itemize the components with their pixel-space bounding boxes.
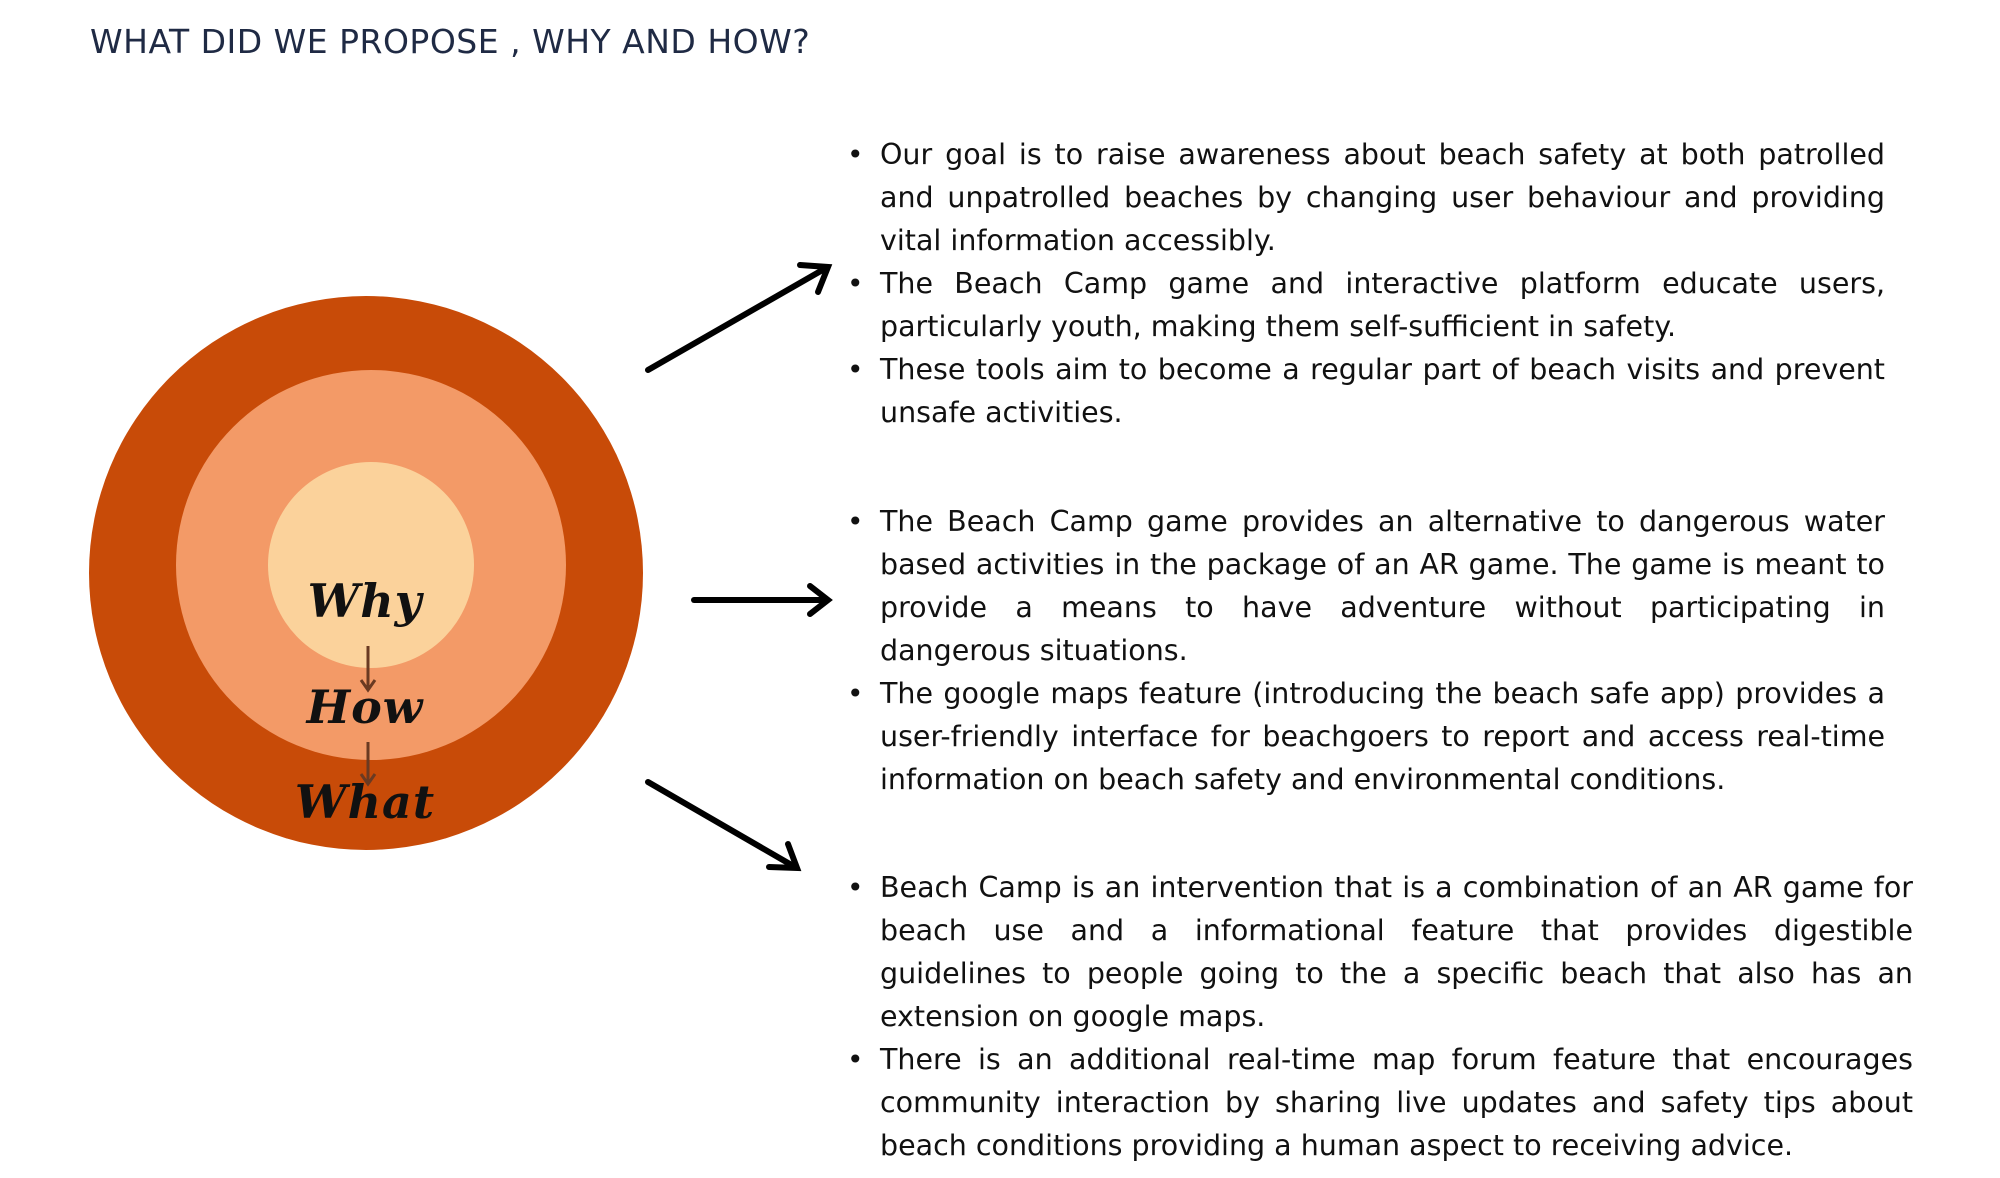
bullet-icon: •	[847, 677, 864, 710]
list-item: • These tools aim to become a regular pa…	[847, 348, 1885, 434]
inner-circle-why	[268, 462, 474, 668]
list-item: •There is an additional real-time map fo…	[847, 1038, 1913, 1167]
bullet-icon: •	[847, 353, 864, 386]
bullet-icon: •	[847, 505, 864, 538]
how-to-what-arrow	[359, 742, 377, 787]
why-label: Why	[307, 574, 423, 628]
how-section: •The Beach Camp game provides an alterna…	[847, 500, 1885, 801]
arrow-to-what-section	[645, 779, 802, 872]
why-to-how-arrow	[359, 646, 377, 693]
how-label: How	[306, 680, 424, 734]
arrow-to-why-section	[645, 262, 833, 373]
bullet-icon: •	[847, 267, 864, 300]
list-item: •The Beach Camp game and interactive pla…	[847, 262, 1885, 348]
arrow-to-how-section	[691, 583, 833, 617]
bullet-icon: •	[847, 871, 864, 904]
list-item: •Beach Camp is an intervention that is a…	[847, 866, 1913, 1038]
why-section: •Our goal is to raise awareness about be…	[847, 133, 1885, 434]
what-section: •Beach Camp is an intervention that is a…	[847, 866, 1913, 1167]
list-item: •The google maps feature (introducing th…	[847, 672, 1885, 801]
bullet-icon: •	[847, 138, 864, 171]
bullet-icon: •	[847, 1043, 864, 1076]
list-item: •The Beach Camp game provides an alterna…	[847, 500, 1885, 672]
list-item: •Our goal is to raise awareness about be…	[847, 133, 1885, 262]
what-label: What	[294, 775, 436, 829]
page-title: WHAT DID WE PROPOSE , WHY AND HOW?	[90, 22, 811, 61]
